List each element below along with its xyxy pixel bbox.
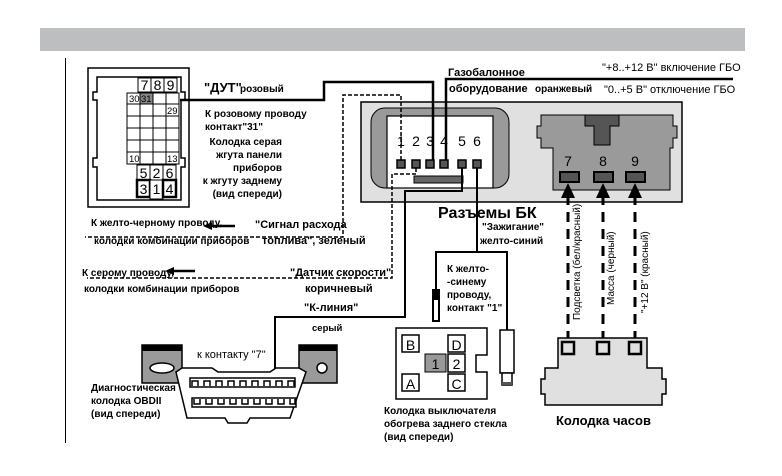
dash-desc-4: жгута панели: [215, 150, 282, 161]
defrost-cell-a: A: [406, 376, 416, 392]
gbo-on-label: "+8..+12 В" включение ГБО: [602, 62, 741, 74]
defrost-desc-2: обогрева заднего стекла: [384, 418, 507, 430]
dash-label-29: 29: [167, 106, 178, 117]
dash-label-10: 10: [129, 154, 140, 165]
speed-sensor-1: "Датчик скорости": [290, 267, 391, 279]
k-line-color: серый: [312, 323, 342, 334]
dash-desc-3: Колодка серая: [210, 137, 283, 148]
defrost-cell-b: B: [406, 337, 415, 353]
gbo-off-label: "0..+5 В" отключение ГБО: [604, 84, 736, 96]
bk-pin-label-7: 7: [564, 153, 572, 169]
clock-arrows: [561, 183, 642, 198]
dut-label: "ДУТ": [204, 80, 242, 95]
dash-label-31: 31: [141, 94, 152, 105]
wire-ignition: [435, 168, 478, 293]
speed-sensor-2: коричневый: [305, 283, 373, 295]
defrost-plug: [499, 329, 515, 386]
ignition-1: "Зажигание": [482, 222, 544, 233]
defrost-cell-2: 2: [453, 356, 461, 372]
rear-defrost-connector: B D 1 2 A C: [395, 327, 488, 400]
ignition-target-3: проводу,: [447, 290, 492, 301]
ignition-target-1: К желто-: [447, 264, 489, 275]
dash-label-13: 13: [167, 154, 178, 165]
arrow-left-icon: [165, 267, 174, 275]
header-bar: [40, 28, 745, 51]
speed-target-1: К серому проводу,: [82, 268, 174, 279]
defrost-cell-d: D: [451, 337, 461, 353]
left-arrows: [165, 222, 235, 275]
bk-pin-label-9: 9: [631, 153, 639, 169]
defrost-desc-3: (вид спереди): [384, 432, 453, 443]
defrost-cell-1: 1: [432, 356, 440, 372]
wire-dut: [180, 80, 435, 160]
ignition-plug: [432, 289, 440, 322]
speed-target-2: колодки комбинации приборов: [84, 283, 239, 295]
dash-pin-grid: [126, 92, 180, 165]
dash-desc-2: контакт"31": [205, 122, 263, 133]
clock-connector: [540, 337, 667, 406]
dash-pin-2: 2: [153, 165, 161, 181]
wire-speed-sensor: [87, 168, 417, 279]
ground-label: Масса (черный): [606, 231, 617, 305]
fuel-target-1: К желто-черному проводу,: [91, 218, 223, 229]
wire-k-line: [274, 168, 463, 375]
k-line-label: "К-линия": [304, 302, 358, 314]
dash-label-30: 30: [129, 94, 140, 105]
plus12-label: "+12 В" (красный): [640, 231, 651, 313]
ignition-2: желто-синий: [479, 236, 543, 247]
wire-gbo: [444, 77, 733, 160]
clock-label: Колодка часов: [556, 413, 651, 428]
bk-pin-label-3: 3: [426, 133, 434, 149]
bk-pin-label-8: 8: [599, 153, 607, 169]
fuel-signal-2: топлива", зеленый: [262, 235, 366, 247]
backlight-label: Подсветка (бел/красный): [571, 204, 583, 320]
obd-desc-2: колодка OBDII: [91, 396, 162, 407]
dash-pin-3: 3: [140, 181, 148, 197]
dash-desc-1: К розовому проводу: [205, 109, 307, 120]
bk-right-pins: 7 8 9: [559, 153, 646, 183]
dash-desc-5: приборов: [233, 162, 282, 174]
gbo-title-1: Газобалонное: [448, 67, 525, 79]
left-margin-rule: [65, 58, 66, 443]
wires: [85, 77, 733, 375]
obd-desc-1: Диагностическая: [91, 383, 176, 394]
obd-contact-label: к контакту "7": [197, 349, 266, 361]
fuel-target-2: колодки комбинации приборов: [94, 235, 249, 247]
bk-pin-label-2: 2: [412, 133, 420, 149]
bk-pin-label-4: 4: [440, 133, 448, 149]
dash-pin-4: 4: [166, 181, 174, 197]
obd-desc-3: (вид спереди): [91, 409, 160, 420]
dut-color: розовый: [240, 84, 284, 95]
bk-title: Разъемы БК: [438, 205, 537, 222]
ignition-target-4: контакт "1": [447, 303, 502, 314]
bk-pin-label-6: 6: [473, 133, 481, 149]
dash-desc-6: к жгуту заднему: [203, 176, 283, 187]
gbo-title-2: оборудование: [449, 83, 528, 95]
ignition-target-2: -синему: [447, 277, 487, 288]
bk-pin-label-5: 5: [458, 133, 466, 149]
dash-pin-1: 1: [153, 181, 161, 197]
defrost-desc-1: Колодка выключателя: [384, 406, 496, 417]
dash-pin-8: 8: [154, 77, 162, 93]
dash-desc-7: (вид спереди): [213, 189, 282, 200]
wire-fuel-signal: [85, 94, 402, 238]
dash-pin-6: 6: [166, 165, 174, 181]
arrow-left-icon: [203, 222, 212, 230]
defrost-cell-c: C: [451, 376, 461, 392]
dash-pin-5: 5: [140, 165, 148, 181]
fuel-signal-1: "Сигнал расхода: [255, 219, 348, 231]
bk-connectors: [360, 101, 683, 203]
dash-pin-9: 9: [167, 77, 175, 93]
gbo-color: оранжевый: [535, 84, 592, 95]
dash-connector: 7 8 9 30 31 29 10 13 5 2 6 3 1 4: [87, 67, 190, 208]
obd-connector: [141, 344, 338, 424]
dash-pin-7: 7: [141, 77, 149, 93]
